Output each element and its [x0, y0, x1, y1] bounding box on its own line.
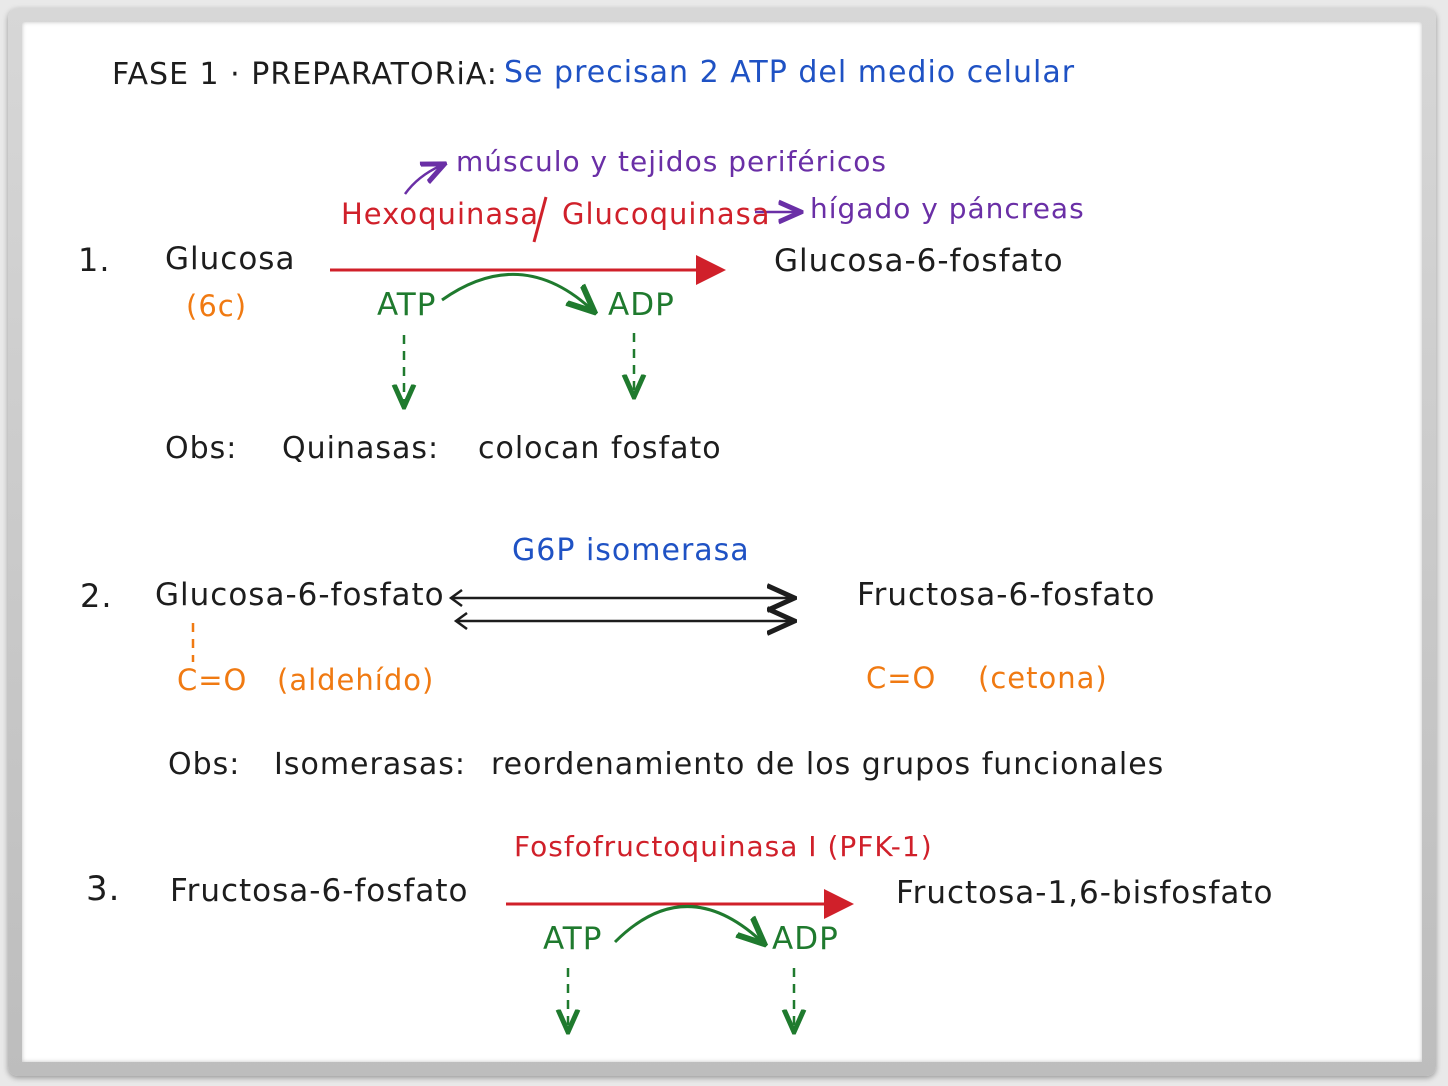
step2-substrate-group: C=O [177, 663, 248, 697]
step1-cofactor-curve [441, 273, 590, 308]
enzyme-a-location-arrow [403, 166, 440, 195]
step1-obs-label: Obs: [165, 431, 238, 466]
step1-product: Glucosa-6-fosfato [774, 243, 1064, 279]
phase-subtitle: Se precisan 2 ATP del medio celular [504, 55, 1076, 90]
step2-product-group-note: (cetona) [978, 661, 1108, 695]
step1-obs-text: colocan fosfato [478, 431, 722, 466]
step2-obs-term: Isomerasas: [274, 747, 466, 782]
step3-product: Fructosa-1,6-bisfosfato [896, 875, 1274, 911]
step1-obs-term: Quinasas: [282, 431, 440, 466]
step3-adp: ADP [772, 921, 839, 957]
step2-product: Fructosa-6-fosfato [857, 577, 1156, 613]
step2-reverse-arrow-tail [453, 611, 468, 631]
enzyme-hexoquinasa: Hexoquinasa [341, 197, 540, 231]
enzyme-glucoquinasa: Glucoquinasa [562, 197, 771, 231]
step2-substrate-group-note: (aldehído) [277, 663, 435, 697]
step2-obs-label: Obs: [168, 747, 241, 782]
step3-enzyme: Fosfofructoquinasa I (PFK-1) [514, 830, 933, 863]
step3-number: 3. [86, 869, 121, 909]
step2-product-group: C=O [866, 661, 937, 695]
enzyme-a-location: músculo y tejidos periféricos [456, 145, 887, 178]
step3-cofactor-curve [613, 905, 760, 942]
step1-number: 1. [78, 241, 111, 279]
enzyme-b-location: hígado y páncreas [810, 192, 1085, 225]
step2-forward-arrow-tail [448, 588, 463, 608]
enzyme-separator-line [532, 196, 548, 243]
step2-substrate: Glucosa-6-fosfato [155, 577, 445, 613]
step2-enzyme: G6P isomerasa [512, 533, 750, 568]
step3-atp: ATP [543, 921, 603, 957]
step1-substrate: Glucosa [165, 241, 296, 277]
step2-obs-text: reordenamiento de los grupos funcionales [491, 747, 1165, 782]
whiteboard-surface [22, 22, 1422, 1062]
step1-substrate-note: (6c) [186, 289, 248, 323]
phase-title: FASE 1 · PREPARATORiA: [112, 57, 498, 92]
step2-number: 2. [80, 577, 113, 615]
step1-adp: ADP [608, 287, 675, 323]
step1-atp: ATP [377, 287, 437, 323]
step3-substrate: Fructosa-6-fosfato [170, 873, 469, 909]
